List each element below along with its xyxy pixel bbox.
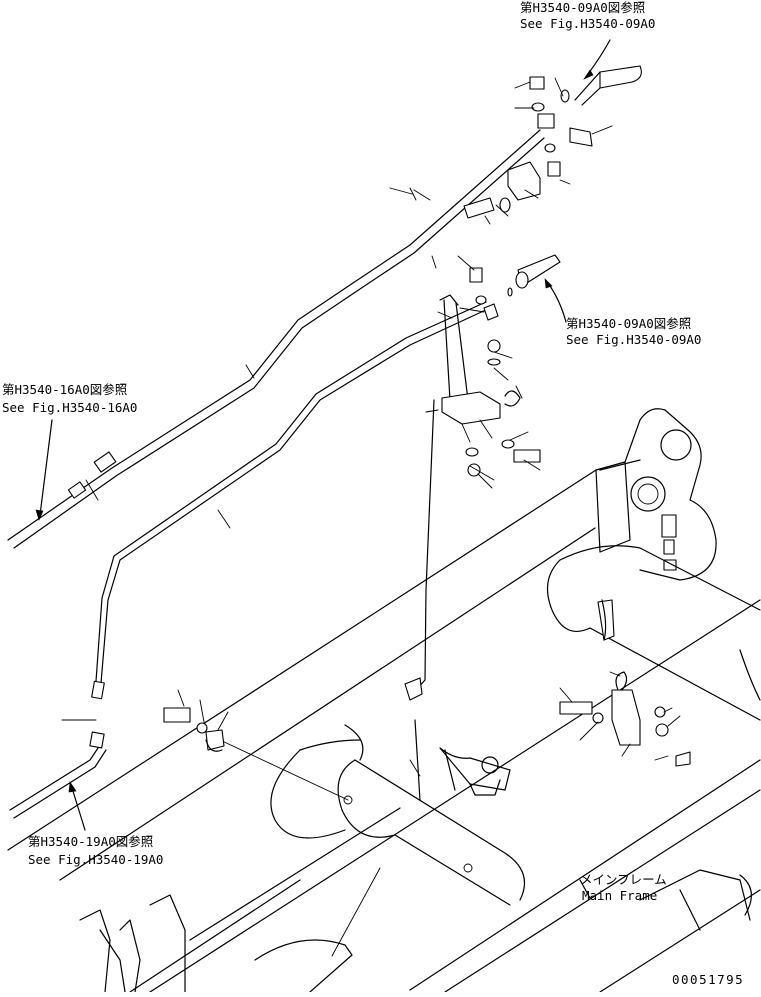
reference-label-bottom-left: 第H3540-19A0図参照 See Fig.H3540-19A0 [28, 834, 163, 867]
reference-label-left: 第H3540-16A0図参照 See Fig.H3540-16A0 [2, 382, 137, 415]
reference-label-top: 第H3540-09A0図参照 See Fig.H3540-09A0 [520, 0, 655, 31]
lower-clamp-parts [163, 671, 691, 767]
reference-bottom-left-jp: 第H3540-19A0図参照 [28, 834, 153, 849]
reference-top-en: See Fig.H3540-09A0 [520, 16, 655, 31]
hydraulic-pipes [7, 129, 545, 819]
reference-label-mid-right: 第H3540-09A0図参照 See Fig.H3540-09A0 [566, 316, 701, 347]
callout-leaders [35, 39, 681, 957]
main-frame-label-en: Main Frame [582, 888, 657, 903]
main-frame-label-jp: メインフレーム [580, 872, 667, 887]
reference-mid-right-jp: 第H3540-09A0図参照 [566, 316, 691, 331]
reference-bottom-left-en: See Fig.H3540-19A0 [28, 852, 163, 867]
main-frame-structure [7, 408, 761, 993]
upper-joint-assembly [409, 65, 642, 219]
middle-bracket-assembly [404, 254, 561, 701]
drawing-number: 00051795 [672, 972, 744, 987]
reference-mid-right-en: See Fig.H3540-09A0 [566, 332, 701, 347]
reference-left-en: See Fig.H3540-16A0 [2, 400, 137, 415]
main-frame-label: メインフレーム Main Frame [580, 872, 667, 903]
reference-left-jp: 第H3540-16A0図参照 [2, 382, 127, 397]
reference-top-jp: 第H3540-09A0図参照 [520, 0, 645, 15]
